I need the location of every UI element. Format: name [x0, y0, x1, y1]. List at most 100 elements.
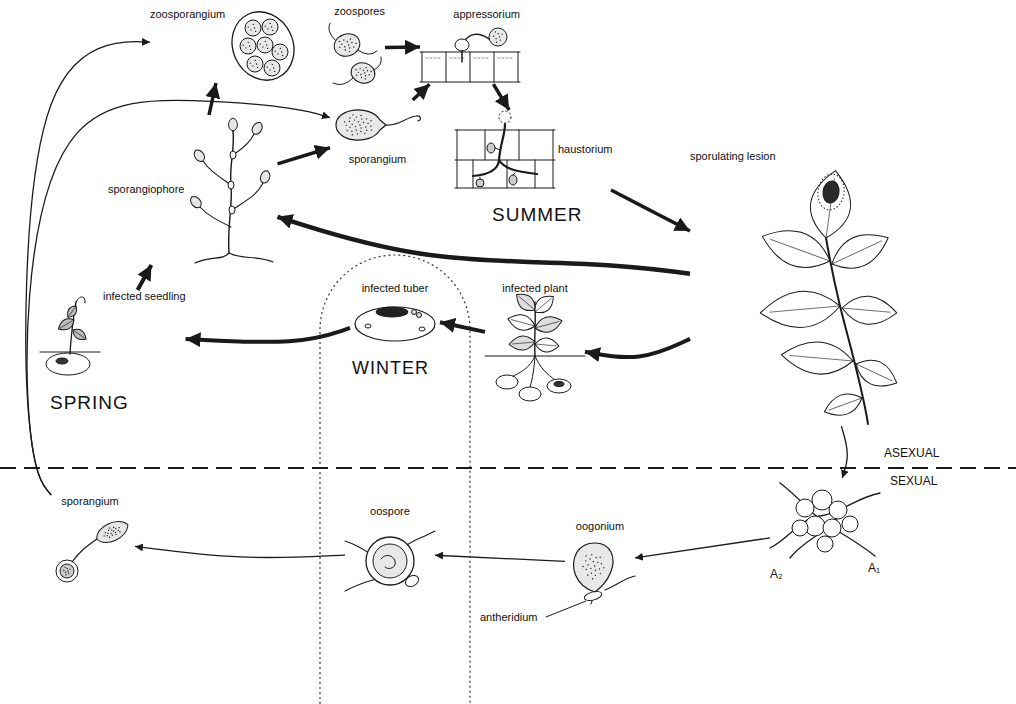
- line-art: [535, 322, 559, 328]
- stage-figure: infected tuber: [350, 282, 440, 343]
- stipple: [254, 27, 255, 28]
- stipple: [255, 60, 256, 61]
- line-art: [476, 179, 484, 187]
- stipple: [256, 63, 257, 64]
- stipple: [586, 569, 587, 570]
- stage-figure: haustorium: [455, 110, 612, 190]
- line-art: [56, 358, 68, 364]
- stage-label: sporangium: [349, 153, 406, 166]
- stipple: [361, 77, 362, 78]
- stipple: [501, 34, 502, 35]
- line-art: [829, 398, 862, 410]
- line-art: [329, 23, 335, 40]
- stage-figure: sporangium: [45, 495, 135, 586]
- stipple: [250, 29, 251, 30]
- stipple: [64, 567, 65, 568]
- line-art: [531, 291, 558, 317]
- stipple: [356, 75, 357, 76]
- line-art: [535, 299, 551, 313]
- stipple: [355, 129, 356, 130]
- stipple: [344, 121, 345, 122]
- stipple: [106, 535, 108, 537]
- stipple: [282, 55, 283, 56]
- stage-illustration: [770, 478, 880, 558]
- life-cycle-arrow: [27, 100, 330, 495]
- life-cycle-arrow: [385, 45, 420, 49]
- line-art: [841, 294, 898, 327]
- stipple: [248, 26, 249, 27]
- line-art: [829, 501, 847, 519]
- line-art: [417, 313, 422, 318]
- stipple: [360, 131, 361, 132]
- line-art: [192, 148, 207, 164]
- line-art: [851, 353, 902, 394]
- stipple: [591, 573, 592, 574]
- line-art: [229, 206, 235, 214]
- stage-label: infected plant: [502, 282, 567, 295]
- line-art: [457, 130, 553, 188]
- line-art: [247, 56, 263, 72]
- line-art: [806, 168, 855, 241]
- stipple: [262, 46, 263, 47]
- stipple: [353, 47, 354, 48]
- line-art: [509, 175, 517, 185]
- line-art: [245, 20, 261, 36]
- stipple: [363, 70, 364, 71]
- line-art: [816, 173, 847, 212]
- sexual-divider: [0, 467, 1016, 469]
- stage-figure: zoospores: [325, 5, 385, 91]
- stage-label: haustorium: [558, 143, 612, 156]
- stipple: [358, 72, 359, 73]
- stage-illustration: [565, 536, 635, 606]
- stipple: [352, 134, 353, 135]
- stipple: [369, 74, 370, 75]
- stipple: [266, 44, 267, 45]
- line-art: [365, 324, 371, 328]
- life-cycle-arrow: [435, 555, 565, 561]
- stipple: [108, 530, 110, 532]
- line-art: [826, 224, 895, 277]
- stipple: [270, 23, 271, 24]
- stipple: [245, 47, 246, 48]
- stipple: [265, 25, 266, 26]
- stipple: [358, 121, 359, 122]
- stipple: [272, 30, 273, 31]
- stage-figure: infected plant: [485, 282, 585, 403]
- line-art: [189, 194, 204, 210]
- stipple: [341, 44, 342, 45]
- life-cycle-arrow: [493, 84, 509, 110]
- line-art: [842, 308, 890, 312]
- stage-label: zoospores: [334, 5, 385, 18]
- stipple: [356, 116, 357, 117]
- stipple: [350, 38, 351, 39]
- stipple: [351, 131, 352, 132]
- line-art: [259, 169, 272, 184]
- stage-illustration: [187, 115, 277, 265]
- stipple: [69, 569, 70, 570]
- line-art: [230, 151, 236, 159]
- stipple: [355, 69, 356, 70]
- line-art: [842, 516, 858, 532]
- stipple: [255, 31, 256, 32]
- line-art: [272, 44, 288, 60]
- line-art: [759, 288, 842, 331]
- stipple: [592, 578, 593, 579]
- stipple: [366, 130, 367, 131]
- line-art: [76, 297, 85, 303]
- stipple: [115, 534, 117, 536]
- stipple: [349, 51, 350, 52]
- line-art: [221, 2, 305, 91]
- stage-figure: infected seedling: [40, 290, 186, 380]
- stipple: [363, 122, 364, 123]
- line-art: [506, 312, 537, 334]
- stipple: [108, 527, 110, 529]
- line-art: [200, 134, 263, 227]
- stage-figure: A₂A₁: [770, 478, 880, 581]
- line-art: [73, 330, 85, 338]
- stipple: [267, 28, 268, 29]
- stipple: [496, 42, 497, 43]
- line-art: [56, 560, 78, 582]
- stipple: [590, 568, 591, 569]
- line-art: [403, 573, 420, 589]
- stipple: [370, 120, 371, 121]
